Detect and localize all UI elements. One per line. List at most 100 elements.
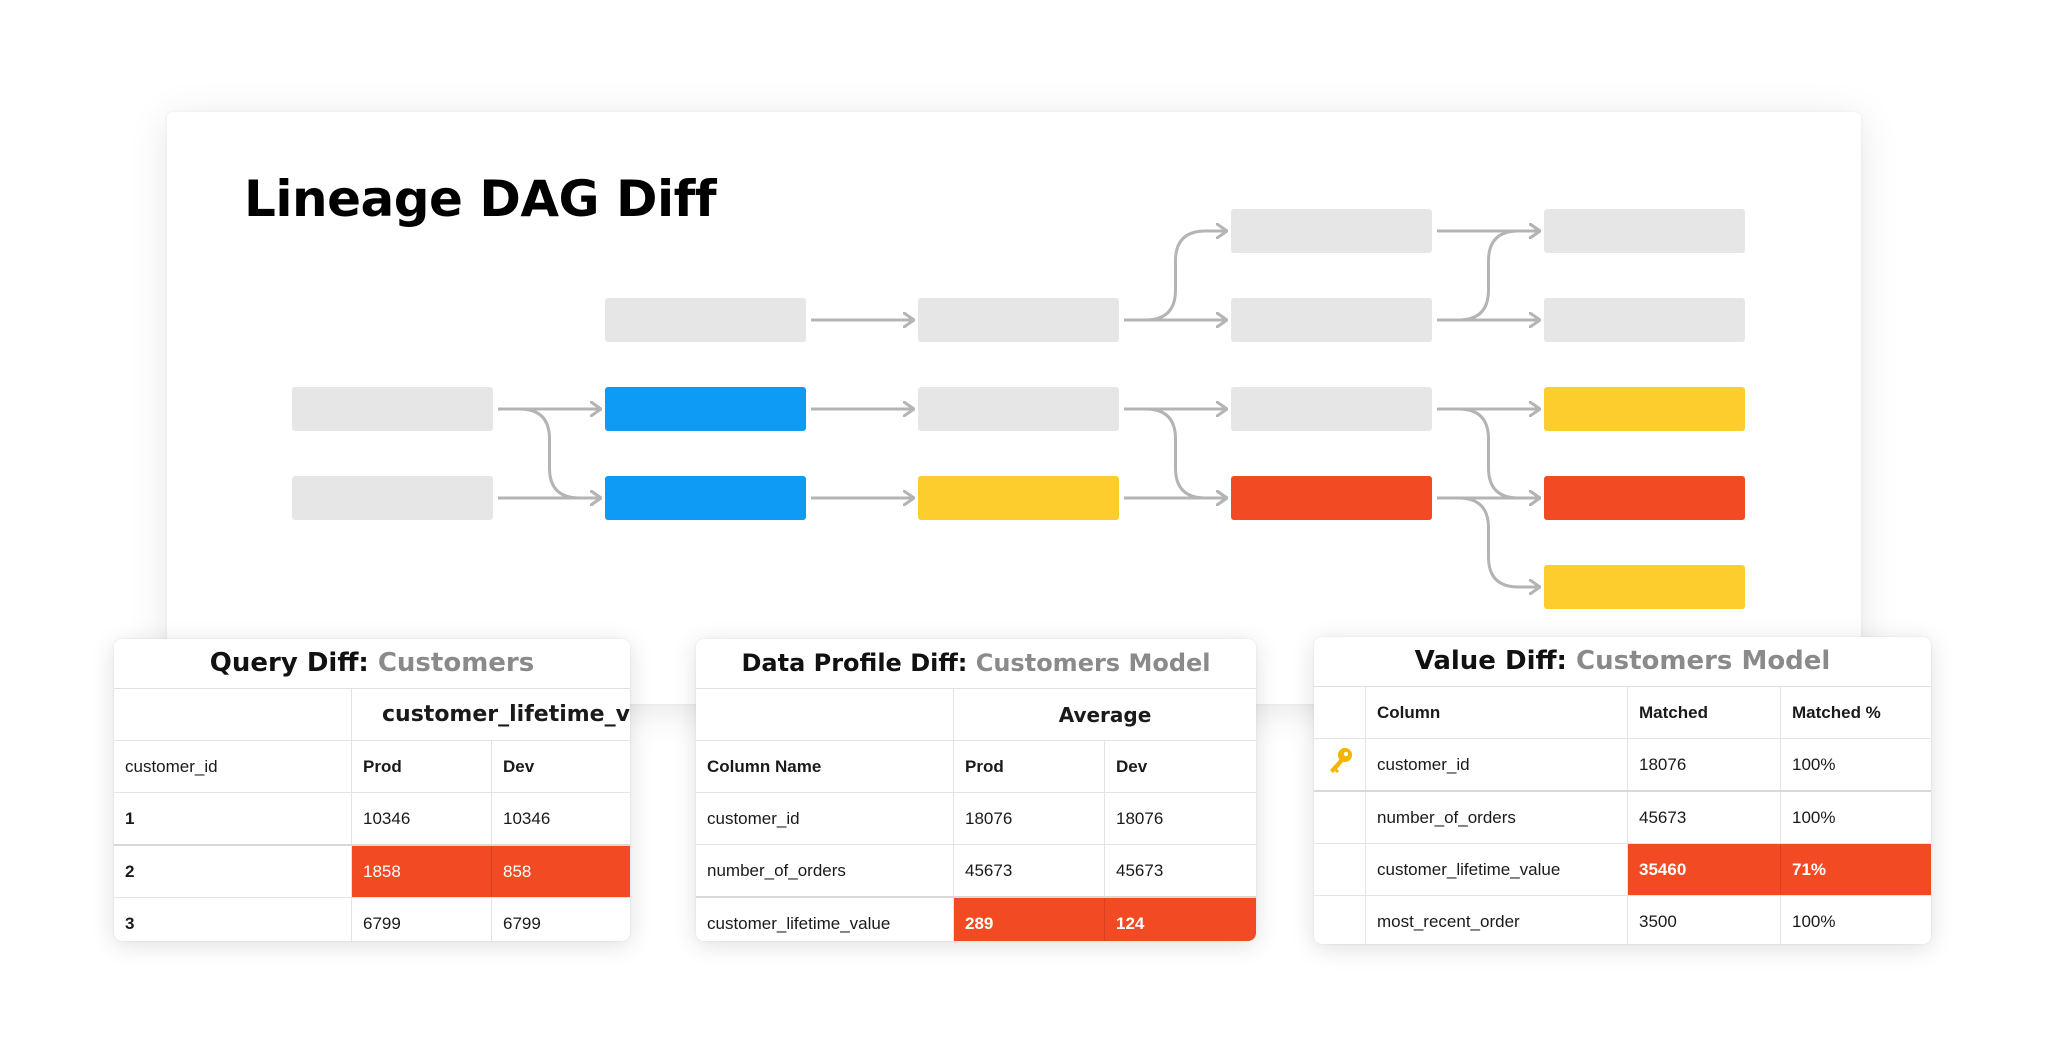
- dag-edge-arrow: [1437, 496, 1540, 587]
- table-row: customer_id 18076 100%: [1314, 739, 1931, 792]
- dag-node-unchanged[interactable]: [918, 298, 1119, 342]
- column-name: customer_id: [696, 793, 954, 844]
- dag-node-downstream[interactable]: [1544, 565, 1745, 609]
- table-header-row: Average: [696, 689, 1256, 741]
- dag-node-modified[interactable]: [605, 476, 806, 520]
- dag-title: Lineage DAG Diff: [244, 170, 717, 228]
- key-icon: [1325, 746, 1355, 783]
- profile-diff-title: Data Profile Diff: Customers Model: [696, 639, 1256, 689]
- dag-edge-arrow: [498, 407, 601, 498]
- dag-node-modified[interactable]: [605, 387, 806, 431]
- dag-edge-arrow: [1124, 231, 1227, 322]
- profile-diff-table: Average Column Name Prod Dev customer_id…: [696, 689, 1256, 941]
- key-cell: [1314, 739, 1366, 790]
- dev-value: 18076: [1116, 808, 1164, 828]
- table-row: 2 1858 858: [114, 846, 630, 898]
- row-id: 2: [114, 846, 352, 897]
- dev-column-header: Dev: [503, 756, 535, 776]
- profile-diff-card: Data Profile Diff: Customers Model Avera…: [696, 639, 1256, 941]
- column-name: customer_id: [1366, 739, 1628, 790]
- prod-value-changed: 289: [954, 898, 1105, 941]
- dev-value: 45673: [1116, 860, 1164, 880]
- profile-diff-title-label: Data Profile Diff:: [741, 649, 968, 677]
- column-name: customer_lifetime_value: [1366, 844, 1628, 895]
- table-subheader-row: Column Name Prod Dev: [696, 741, 1256, 793]
- prod-value: 18076: [954, 793, 1105, 844]
- key-header-cell: [1314, 687, 1366, 738]
- table-row: customer_lifetime_value 35460 71%: [1314, 844, 1931, 896]
- matched-header: Matched: [1628, 687, 1781, 738]
- matched-pct-header: Matched %: [1792, 702, 1881, 722]
- dag-node-downstream[interactable]: [1544, 387, 1745, 431]
- query-diff-card: Query Diff: Customers customer_lifetime_…: [114, 639, 630, 941]
- query-diff-title-label: Query Diff:: [209, 648, 369, 678]
- prod-column-header: Prod: [352, 741, 492, 792]
- dag-edge-arrow: [1437, 231, 1540, 322]
- prod-value: 6799: [352, 898, 492, 941]
- column-name: most_recent_order: [1366, 896, 1628, 944]
- dag-edge-arrow: [1437, 407, 1540, 498]
- matched-pct-value: 100%: [1792, 911, 1836, 931]
- dag-node-unchanged[interactable]: [1231, 209, 1432, 253]
- value-diff-card: Value Diff: Customers Model Column Match…: [1314, 637, 1931, 944]
- column-name-header: Column Name: [696, 741, 954, 792]
- key-cell: [1314, 896, 1366, 944]
- dev-value-changed: 124: [1105, 898, 1256, 941]
- prod-value-changed: 1858: [352, 846, 492, 897]
- column-name: customer_lifetime_value: [696, 898, 954, 941]
- id-column-header: customer_id: [114, 741, 352, 792]
- dag-node-unchanged[interactable]: [605, 298, 806, 342]
- dag-node-breaking[interactable]: [1544, 476, 1745, 520]
- table-row: number_of_orders 45673 45673: [696, 845, 1256, 898]
- table-row: customer_id 18076 18076: [696, 793, 1256, 845]
- dev-value: 10346: [503, 808, 551, 828]
- group-header: Average: [1058, 702, 1152, 727]
- matched-value: 3500: [1628, 896, 1781, 944]
- table-header-row: customer_lifetime_v: [114, 689, 630, 741]
- key-cell: [1314, 792, 1366, 843]
- table-row: 1 10346 10346: [114, 793, 630, 846]
- dev-value-changed: 858: [492, 846, 630, 897]
- matched-pct-value: 100%: [1792, 807, 1836, 827]
- dag-node-unchanged[interactable]: [292, 476, 493, 520]
- matched-value: 18076: [1628, 739, 1781, 790]
- group-header: customer_lifetime_v: [382, 702, 630, 727]
- table-row: most_recent_order 3500 100%: [1314, 896, 1931, 944]
- empty-header-cell: [114, 689, 352, 740]
- value-diff-subtitle: Customers Model: [1576, 646, 1831, 676]
- prod-value: 10346: [352, 793, 492, 844]
- table-subheader-row: customer_id Prod Dev: [114, 741, 630, 793]
- dag-node-unchanged[interactable]: [292, 387, 493, 431]
- dag-node-unchanged[interactable]: [1231, 387, 1432, 431]
- table-row: customer_lifetime_value 289 124: [696, 898, 1256, 941]
- value-diff-title-label: Value Diff:: [1414, 646, 1567, 676]
- key-cell: [1314, 844, 1366, 895]
- matched-value: 45673: [1628, 792, 1781, 843]
- value-diff-title: Value Diff: Customers Model: [1314, 637, 1931, 687]
- row-id: 1: [114, 793, 352, 844]
- column-header: Column: [1366, 687, 1628, 738]
- query-diff-title: Query Diff: Customers: [114, 639, 630, 689]
- prod-value: 45673: [954, 845, 1105, 896]
- value-diff-table: Column Matched Matched % customer_id 180…: [1314, 687, 1931, 944]
- profile-diff-subtitle: Customers Model: [975, 649, 1211, 677]
- matched-pct-value: 100%: [1792, 754, 1836, 774]
- dev-value: 6799: [503, 913, 541, 933]
- empty-header-cell: [696, 689, 954, 740]
- table-row: 3 6799 6799: [114, 898, 630, 941]
- row-id: 3: [114, 898, 352, 941]
- dag-node-unchanged[interactable]: [918, 387, 1119, 431]
- column-name: number_of_orders: [1366, 792, 1628, 843]
- table-row: number_of_orders 45673 100%: [1314, 792, 1931, 844]
- dag-node-downstream[interactable]: [918, 476, 1119, 520]
- dag-node-unchanged[interactable]: [1544, 298, 1745, 342]
- dag-node-unchanged[interactable]: [1544, 209, 1745, 253]
- dag-node-breaking[interactable]: [1231, 476, 1432, 520]
- matched-pct-value-changed: 71%: [1781, 844, 1931, 895]
- query-diff-table: customer_lifetime_v customer_id Prod Dev…: [114, 689, 630, 941]
- prod-column-header: Prod: [954, 741, 1105, 792]
- column-name: number_of_orders: [696, 845, 954, 896]
- dev-column-header: Dev: [1116, 756, 1148, 776]
- dag-node-unchanged[interactable]: [1231, 298, 1432, 342]
